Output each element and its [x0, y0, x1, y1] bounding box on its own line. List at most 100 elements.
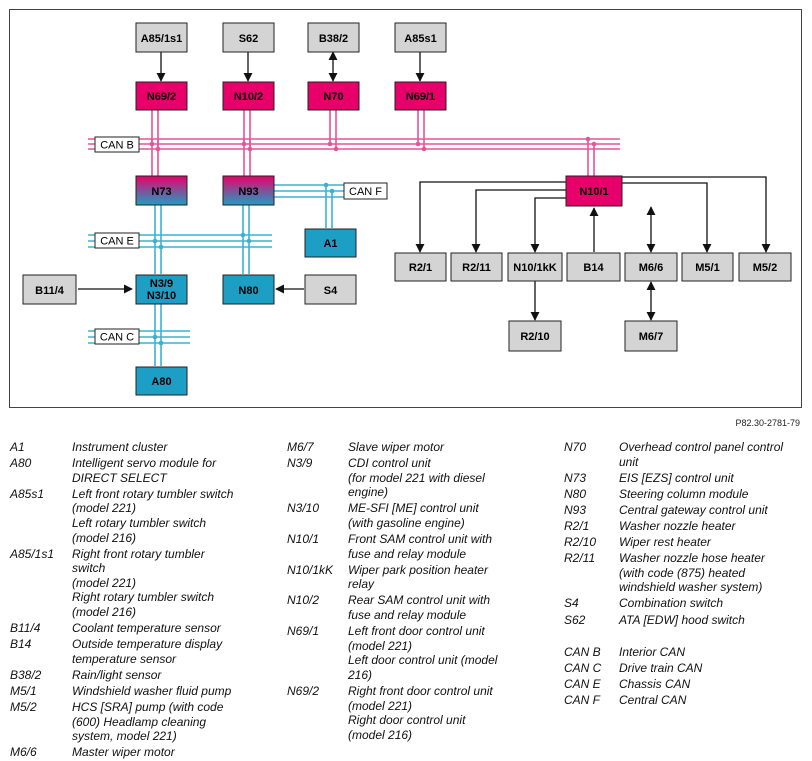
legend-description-line: Left door control unit (model: [348, 653, 498, 668]
legend-description: Left front rotary tumbler switch (model 2…: [72, 487, 278, 545]
node-n73: N73: [135, 175, 188, 206]
legend-code: R2/11: [564, 551, 596, 566]
node-n70: N70: [307, 81, 360, 111]
svg-text:B14: B14: [583, 262, 604, 274]
svg-text:CAN B: CAN B: [100, 140, 134, 152]
node-m6-7: M6/7: [624, 320, 678, 352]
legend-code: CAN F: [564, 692, 600, 707]
svg-text:M6/7: M6/7: [639, 331, 663, 343]
legend-description: Right front door control unit(model 221)…: [348, 684, 507, 742]
legend-description: Combination switch: [619, 596, 800, 611]
legend-description-line: (model 216): [72, 530, 137, 545]
svg-text:N3/9: N3/9: [150, 278, 173, 290]
legend-code: N10/1: [287, 532, 320, 547]
legend-description: Instrument cluster: [72, 440, 278, 455]
legend-code: A85s1: [10, 486, 45, 501]
legend-description-line: Chassis CAN: [619, 676, 691, 691]
legend-entry: CAN E Chassis CAN: [564, 677, 800, 692]
legend-description-line: windshield washer system): [619, 580, 763, 595]
legend-description-line: Left front rotary tumbler switch: [72, 486, 234, 501]
legend-description: Central gateway control unit: [619, 503, 800, 518]
svg-text:N70: N70: [323, 91, 343, 103]
svg-text:M5/2: M5/2: [753, 262, 777, 274]
legend-description-line: HCS [SRA] pump (with code: [72, 700, 224, 715]
signal-arrows: [78, 51, 771, 321]
svg-text:M6/6: M6/6: [639, 262, 663, 274]
svg-text:N10/1: N10/1: [579, 186, 608, 198]
legend-description-line: 216): [348, 667, 373, 682]
legend-code: N73: [564, 470, 587, 485]
legend-description-line: ME-SFI [ME] control unit: [348, 501, 479, 516]
legend-code: CAN B: [564, 644, 601, 659]
legend-description-line: ATA [EDW] hood switch: [619, 612, 745, 627]
legend-entry: M6/7 Slave wiper motor: [287, 440, 507, 455]
node-n10-1kk: N10/1kK: [507, 252, 563, 282]
legend-description: Washer nozzle heater: [619, 519, 800, 534]
node-s62: S62: [222, 22, 275, 53]
legend-description: Drive train CAN: [619, 661, 800, 676]
can-f-junctions: [323, 182, 335, 194]
legend-spacer: [564, 629, 800, 645]
legend-description-line: Wiper rest heater: [619, 535, 711, 550]
svg-text:N3/10: N3/10: [147, 290, 176, 302]
legend-description-line: (model 221): [72, 575, 137, 590]
legend-description-line: Wiper park position heater: [348, 562, 488, 577]
legend-code: CAN E: [564, 676, 601, 691]
legend-description: Slave wiper motor: [348, 440, 507, 455]
legend-code: N10/1kK: [287, 562, 334, 577]
node-n80: N80: [222, 274, 275, 305]
legend-code: M6/7: [287, 440, 314, 454]
svg-text:A85/1s1: A85/1s1: [141, 33, 183, 45]
svg-text:N69/2: N69/2: [147, 91, 176, 103]
legend-code: N3/9: [287, 456, 313, 471]
svg-text:B38/2: B38/2: [319, 33, 348, 45]
svg-text:CAN E: CAN E: [100, 236, 134, 248]
svg-text:S62: S62: [239, 33, 259, 45]
legend-code: M5/2: [10, 700, 37, 715]
svg-text:A1: A1: [323, 238, 337, 250]
legend-code: N3/10: [287, 501, 320, 516]
node-n10-2: N10/2: [222, 81, 275, 111]
legend-description-line: (with gasoline engine): [348, 515, 465, 530]
legend-code: N93: [564, 502, 587, 517]
svg-text:N10/1kK: N10/1kK: [513, 262, 556, 274]
legend-code: M6/6: [10, 745, 37, 760]
legend-description-line: fuse and relay module: [348, 546, 467, 561]
legend-description-line: Slave wiper motor: [348, 440, 445, 454]
node-r2-1: R2/1: [394, 252, 447, 282]
svg-text:M5/1: M5/1: [695, 262, 719, 274]
legend-description: Chassis CAN: [619, 677, 800, 692]
figure-reference: P82.30-2781-79: [735, 418, 800, 428]
legend-description-line: Right rotary tumbler switch: [72, 590, 215, 605]
legend-description: ME-SFI [ME] control unit(with gasoline e…: [348, 501, 507, 530]
svg-text:B11/4: B11/4: [35, 285, 65, 297]
can-c-label: CAN C: [94, 328, 140, 345]
legend-description-line: Overhead control panel control: [619, 440, 784, 454]
legend-description-line: (model 216): [348, 727, 413, 742]
node-m6-6: M6/6: [624, 252, 678, 282]
legend-description-line: Coolant temperature sensor: [72, 621, 221, 636]
legend-description-line: relay: [348, 577, 375, 592]
legend-description: Rain/light sensor: [72, 668, 278, 683]
legend-code: A85/1s1: [10, 546, 55, 561]
node-r2-10: R2/10: [508, 320, 562, 352]
legend-code: A80: [10, 456, 32, 471]
legend-description-line: (with code (875) heated: [619, 565, 746, 580]
svg-text:R2/11: R2/11: [462, 262, 491, 274]
legend-description-line: system, model 221): [72, 729, 177, 744]
node-m5-2: M5/2: [738, 252, 792, 282]
legend-description-line: CDI control unit: [348, 456, 431, 471]
